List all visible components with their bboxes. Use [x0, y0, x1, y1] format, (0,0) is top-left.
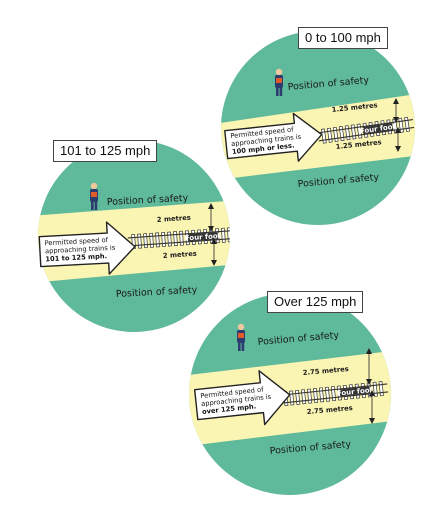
arrow-line2: approaching trains is	[45, 244, 116, 256]
track-worker-figure	[237, 323, 245, 351]
track-worker-figure	[90, 182, 98, 210]
track-label: Four foot	[336, 386, 373, 398]
arrow-line3: 101 to 125 mph.	[45, 252, 107, 263]
track-worker-figure	[275, 68, 283, 96]
lower-distance: 2.75 metres	[306, 404, 353, 416]
speed-arrow: Permitted speed of approaching trains is…	[193, 370, 291, 426]
arrow-line1: Permitted speed of	[44, 236, 108, 247]
panel-heading-101-to-125: 101 to 125 mph	[53, 140, 158, 162]
lower-distance: 2 metres	[163, 250, 198, 260]
track: Four foot	[317, 116, 415, 144]
track: Four foot	[127, 227, 230, 250]
bottom-position-label: Position of safety	[116, 285, 198, 300]
upper-distance: 2.75 metres	[302, 365, 349, 377]
distance-markers	[208, 203, 217, 266]
panel-0-to-100: Four foot 1.25 metres 1.25 metres Positi…	[221, 31, 415, 225]
upper-distance: 2 metres	[157, 214, 192, 224]
panel-over-125: Four foot 2.75 metres 2.75 metres Positi…	[189, 293, 391, 495]
panel-heading-over-125: Over 125 mph	[267, 291, 364, 313]
distance-markers	[393, 98, 401, 152]
track: Four foot	[279, 381, 389, 407]
four-foot-tag	[339, 386, 371, 397]
speed-arrow: Permitted speed of approaching trains is…	[38, 221, 136, 275]
distance-markers	[366, 348, 375, 424]
four-foot-tag	[187, 232, 219, 242]
top-position-label: Position of safety	[107, 193, 189, 208]
speed-arrow: Permitted speed of approaching trains is…	[224, 112, 323, 162]
track-label: Four foot	[185, 232, 222, 243]
panel-101-to-125: Four foot 2 metres 2 metres Position of …	[38, 140, 230, 332]
panel-heading-0-to-100: 0 to 100 mph	[298, 27, 388, 49]
four-foot-tag	[362, 122, 394, 135]
